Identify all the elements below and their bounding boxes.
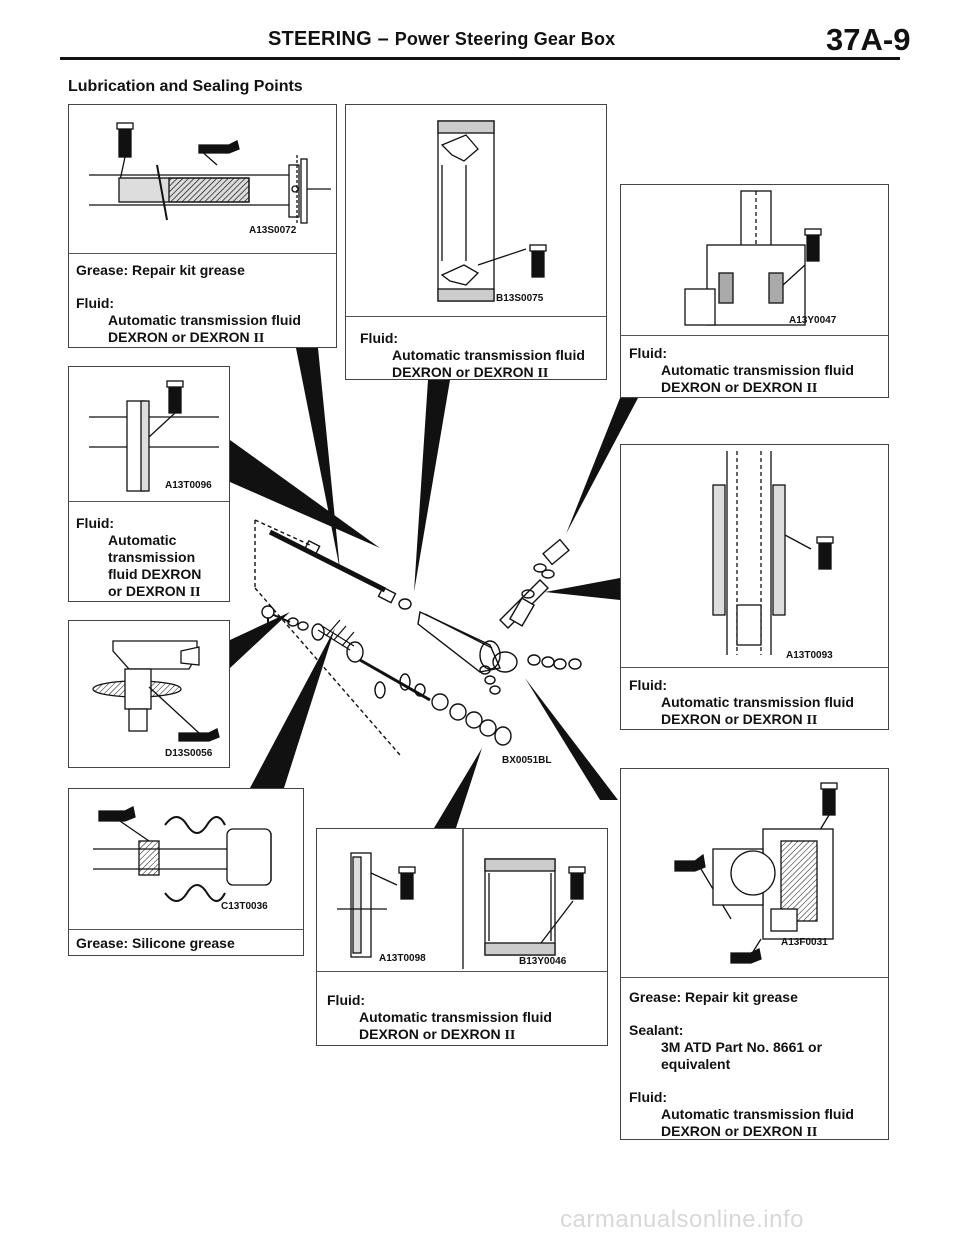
panel-divider (69, 253, 336, 254)
valve-housing-drawing (684, 190, 822, 326)
panel-divider (621, 977, 888, 978)
panel-divider (621, 667, 888, 668)
figure-code: D13S0056 (165, 748, 213, 759)
lubrication-text: Fluid: Automatic transmission fluid DEXR… (327, 992, 552, 1043)
panel-valve-housing: A13Y0047 Fluid: Automatic transmission f… (620, 184, 889, 398)
lubrication-text: Fluid: Automatic transmission fluid DEXR… (629, 345, 854, 396)
panel-divider (69, 929, 303, 930)
panel-rack-housing: A13S0072 Grease: Repair kit grease Fluid… (68, 104, 337, 348)
figure-code: A13F0031 (781, 937, 828, 948)
pinion-valve-drawing (712, 451, 834, 655)
figure-code-center: BX0051BL (502, 755, 552, 766)
lubrication-text: Grease: Silicone grease (76, 935, 235, 951)
oil-seal-drawing (437, 120, 547, 302)
lubrication-text: Fluid: Automatic transmission fluid DEXR… (76, 515, 202, 600)
panel-rack-bushing: A13T0096 Fluid: Automatic transmission f… (68, 366, 230, 602)
panel-divider (621, 335, 888, 336)
lubrication-text: Fluid: Automatic transmission fluid DEXR… (360, 330, 585, 381)
page-header-subtitle: Power Steering Gear Box (394, 29, 616, 49)
panel-oil-seal: B13S0075 Fluid: Automatic transmission f… (345, 104, 607, 381)
figure-code: A13T0093 (786, 650, 833, 661)
figure-code: A13Y0047 (789, 315, 837, 326)
figure-code-b: B13Y0046 (519, 956, 567, 967)
rack-bushing-drawing (89, 380, 219, 492)
pinion-housing-drawing (674, 782, 838, 964)
panel-divider (346, 316, 606, 317)
panel-divider (317, 971, 607, 972)
section-title: Lubrication and Sealing Points (68, 78, 303, 95)
figure-code-a: A13T0098 (379, 953, 426, 964)
header-rule (60, 57, 900, 60)
page-header-title: STEERING – Power Steering Gear Box (268, 28, 616, 50)
figure-code: B13S0075 (496, 293, 544, 304)
figure-code: C13T0036 (221, 901, 268, 912)
page-number: 37A-9 (826, 22, 911, 57)
panel-tie-rod-end: D13S0056 (68, 620, 230, 768)
rack-housing-drawing (89, 122, 331, 225)
panel-pinion-housing: A13F0031 Grease: Repair kit grease Seala… (620, 768, 889, 1140)
seals-drawing (337, 829, 586, 969)
footer-watermark: carmanualsonline.info (560, 1206, 804, 1233)
lubrication-text: Grease: Repair kit grease Fluid: Automat… (76, 262, 301, 346)
boot-drawing (93, 806, 272, 902)
panel-seals: A13T0098 B13Y0046 Fluid: Automatic trans… (316, 828, 608, 1046)
lubrication-text: Grease: Repair kit grease Sealant: 3M AT… (629, 989, 854, 1140)
panel-divider (69, 501, 229, 502)
figure-code: A13T0096 (165, 480, 212, 491)
panel-pinion-valve: A13T0093 Fluid: Automatic transmission f… (620, 444, 889, 730)
lubrication-text: Fluid: Automatic transmission fluid DEXR… (629, 677, 854, 728)
panel-boot: C13T0036 Grease: Silicone grease (68, 788, 304, 956)
tie-rod-end-drawing (92, 640, 220, 742)
figure-code: A13S0072 (249, 225, 297, 236)
